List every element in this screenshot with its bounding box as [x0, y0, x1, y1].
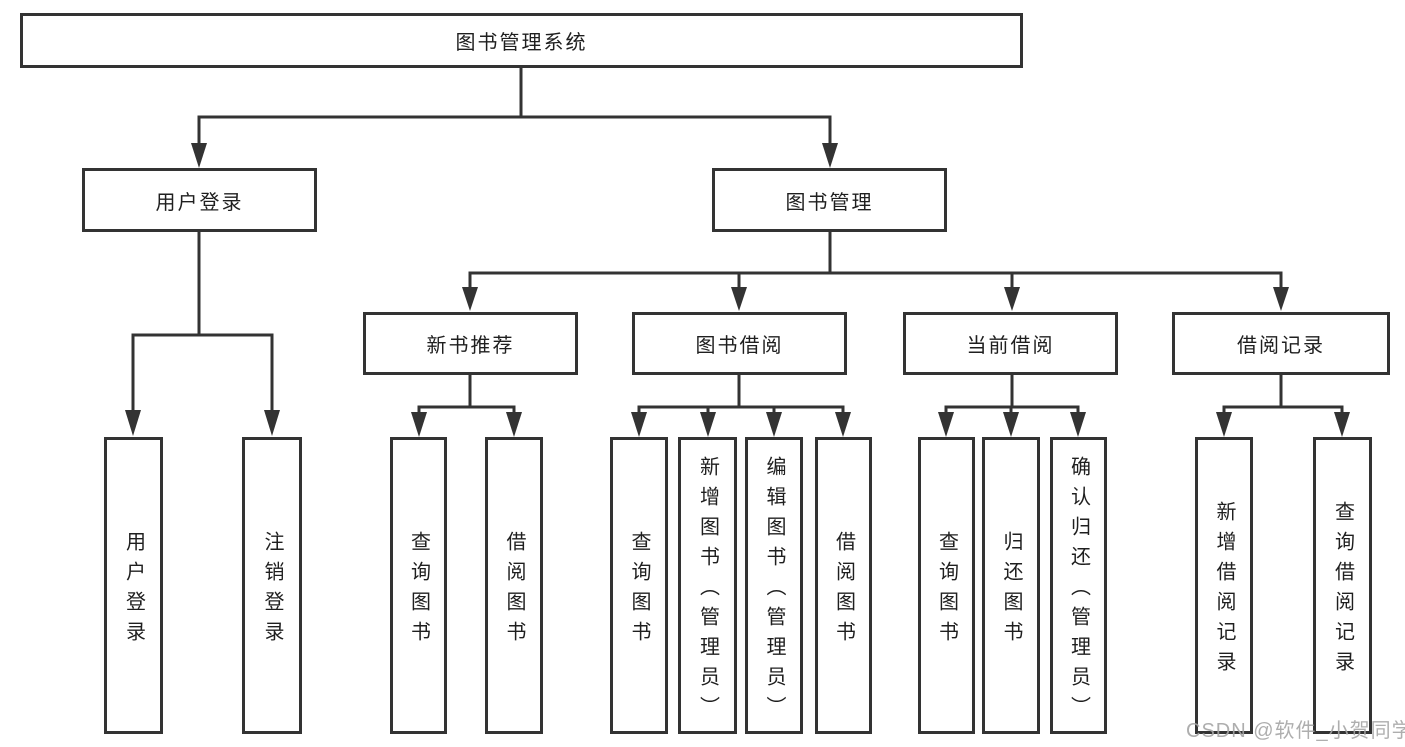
arrowhead — [1216, 412, 1232, 437]
arrowhead — [191, 143, 207, 168]
connector-bookmgmt-split — [462, 232, 1289, 311]
node-current-borrowing: 当前借阅 — [903, 312, 1118, 375]
node-leaf-query-books-1: 查询图书 — [390, 437, 447, 734]
arrowhead — [1070, 412, 1086, 437]
connector-newbookrec-split — [411, 375, 522, 437]
arrowhead — [631, 412, 647, 437]
arrowhead — [506, 412, 522, 437]
arrowhead — [125, 410, 141, 436]
arrowhead — [1273, 287, 1289, 311]
node-leaf-query-books-2: 查询图书 — [610, 437, 668, 734]
node-leaf-borrow-books-2: 借阅图书 — [815, 437, 872, 734]
arrowhead — [411, 412, 427, 437]
arrowhead — [731, 287, 747, 311]
connector-bookborrow-split — [631, 375, 851, 437]
arrowhead — [766, 412, 782, 437]
arrowhead — [264, 410, 280, 436]
arrowhead — [1334, 412, 1350, 437]
arrowhead — [1004, 287, 1020, 311]
connector-root-to-level2 — [191, 67, 838, 168]
connector-currentborrow-split — [938, 375, 1086, 437]
node-book-management-group: 图书管理 — [712, 168, 947, 232]
node-leaf-edit-books-admin: 编辑图书（管理员） — [745, 437, 803, 734]
node-leaf-confirm-return-admin: 确认归还（管理员） — [1050, 437, 1107, 734]
node-leaf-borrow-books-1: 借阅图书 — [485, 437, 543, 734]
arrowhead — [462, 287, 478, 311]
node-leaf-return-books: 归还图书 — [982, 437, 1040, 734]
arrowhead — [700, 412, 716, 437]
connector-userlogin-split — [125, 232, 280, 436]
node-leaf-query-books-3: 查询图书 — [918, 437, 975, 734]
node-leaf-user-login: 用户登录 — [104, 437, 163, 734]
node-leaf-query-borrow-record: 查询借阅记录 — [1313, 437, 1372, 734]
node-book-borrowing: 图书借阅 — [632, 312, 847, 375]
arrowhead — [938, 412, 954, 437]
node-user-login-group: 用户登录 — [82, 168, 317, 232]
node-leaf-logout: 注销登录 — [242, 437, 302, 734]
node-root-system: 图书管理系统 — [20, 13, 1023, 68]
csdn-watermark: CSDN @软件_小贺同学 — [1186, 720, 1405, 742]
arrowhead — [1003, 412, 1019, 437]
node-leaf-add-borrow-record: 新增借阅记录 — [1195, 437, 1253, 734]
node-borrowing-records: 借阅记录 — [1172, 312, 1390, 375]
arrowhead — [822, 143, 838, 168]
node-leaf-add-books-admin: 新增图书（管理员） — [678, 437, 737, 734]
arrowhead — [835, 412, 851, 437]
node-new-book-recommendation: 新书推荐 — [363, 312, 578, 375]
connector-borrowrecords-split — [1216, 375, 1350, 437]
